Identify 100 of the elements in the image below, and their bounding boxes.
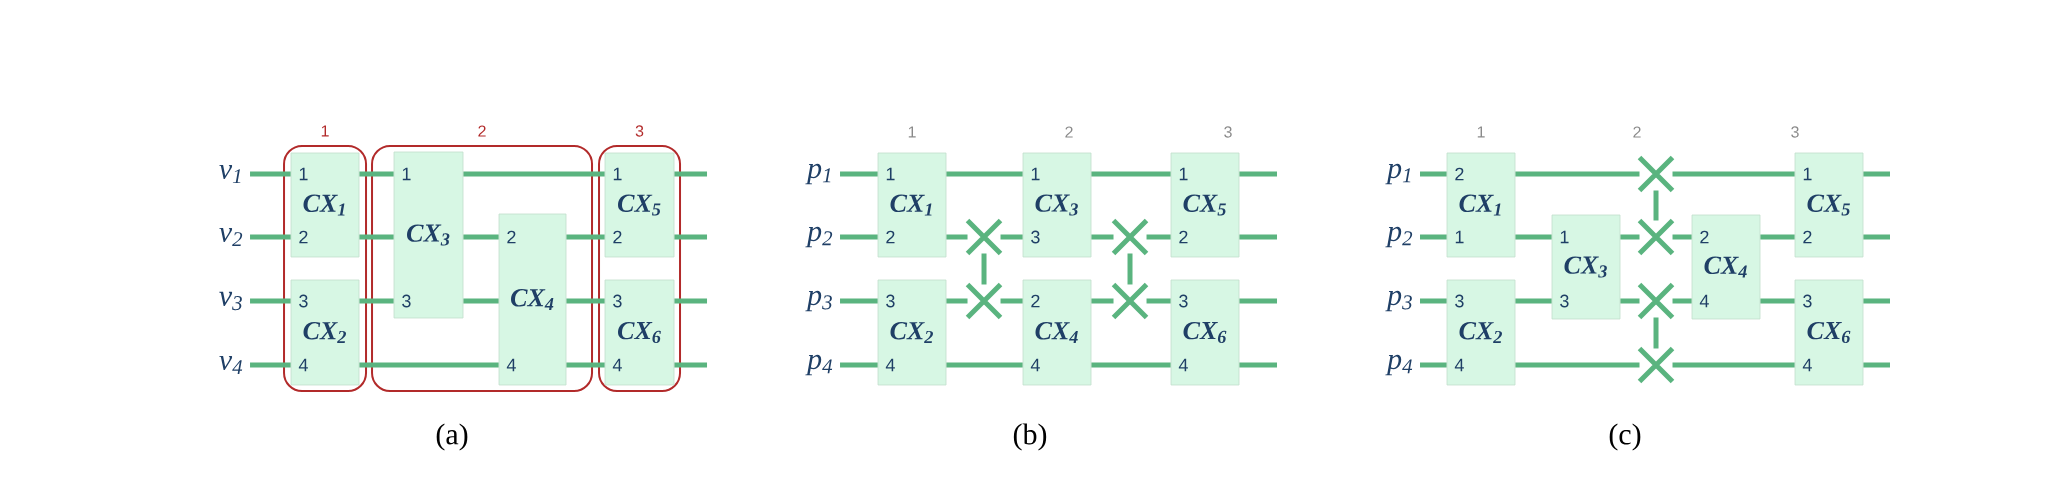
panel-caption: (c): [1609, 423, 1641, 451]
wire-line: [1515, 171, 1640, 177]
gate-box: 3 CX$_{6}$ 4: [1794, 279, 1864, 386]
wire-line: [1863, 298, 1890, 304]
wire-line: [840, 298, 878, 304]
wire-line: [1420, 362, 1447, 368]
column-number: 1: [908, 126, 916, 138]
wire-label: p$_{2}$: [805, 226, 833, 248]
wire-line: [1515, 234, 1552, 240]
wire-label: p$_{2}$: [1385, 226, 1413, 248]
swap-mark: [1637, 346, 1675, 384]
gate-box: 2 CX$_{4}$ 4: [498, 213, 567, 386]
wire-line: [674, 171, 707, 177]
panel-caption: (a): [436, 423, 468, 451]
wire-line: [359, 298, 394, 304]
wire-line: [1760, 298, 1795, 304]
wire-label: v$_{1}$: [219, 164, 241, 184]
wire-line: [946, 362, 1023, 368]
wire-line: [359, 171, 394, 177]
wire-line: [1760, 234, 1795, 240]
swap-mark: [1111, 218, 1149, 256]
gate-box: 1 CX$_{5}$ 2: [604, 152, 675, 258]
column-number: 3: [1224, 126, 1232, 138]
wire-line: [946, 171, 1023, 177]
wire-line: [674, 234, 707, 240]
gate-box: 3 CX$_{6}$ 4: [604, 279, 675, 386]
wire-line: [1091, 298, 1114, 304]
wire-line: [840, 234, 878, 240]
swap-mark: [1111, 282, 1149, 320]
gate-box: 1 CX$_{3}$ 3: [1022, 152, 1092, 258]
wire-label: v$_{3}$: [219, 291, 242, 311]
wire-line: [1146, 298, 1171, 304]
wire-line: [840, 362, 878, 368]
wire-label: p$_{1}$: [805, 163, 831, 185]
wire-line: [463, 171, 605, 177]
wire-line: [566, 234, 605, 240]
wire-line: [840, 171, 878, 177]
wire-line: [1420, 171, 1447, 177]
wire-line: [359, 234, 394, 240]
wire-line: [250, 362, 291, 368]
wire-line: [1091, 362, 1171, 368]
wire-label: p$_{3}$: [1385, 290, 1412, 312]
wire-line: [1239, 298, 1277, 304]
column-number: 3: [1791, 126, 1799, 138]
wire-label: v$_{4}$: [219, 355, 243, 375]
wire-line: [463, 234, 499, 240]
gate-box: 1 CX$_{5}$ 2: [1170, 152, 1240, 258]
wire-line: [1239, 171, 1277, 177]
wire-line: [250, 171, 291, 177]
wire-line: [1863, 171, 1890, 177]
gate-box: 3 CX$_{2}$ 4: [1446, 279, 1516, 386]
wire-line: [1672, 362, 1795, 368]
wire-line: [1146, 234, 1171, 240]
wire-line: [674, 298, 707, 304]
column-number: 2: [1065, 126, 1073, 138]
wire-line: [1672, 171, 1795, 177]
swap-link: [1653, 190, 1659, 221]
wire-line: [946, 298, 968, 304]
wire-line: [566, 362, 605, 368]
wire-line: [1239, 362, 1277, 368]
swap-link: [981, 253, 987, 285]
gate-box: 3 CX$_{6}$ 4: [1170, 279, 1240, 386]
wire-line: [1091, 234, 1114, 240]
wire-label: p$_{4}$: [1385, 354, 1413, 376]
gate-box: 1 CX$_{1}$ 2: [877, 152, 947, 258]
wire-line: [1239, 234, 1277, 240]
wire-line: [1515, 298, 1552, 304]
swap-mark: [965, 282, 1003, 320]
wire-line: [250, 234, 291, 240]
panel-caption: (b): [1013, 423, 1047, 451]
wire-line: [1000, 298, 1023, 304]
wire-line: [1091, 171, 1171, 177]
wire-label: p$_{4}$: [805, 354, 833, 376]
swap-mark: [1637, 218, 1675, 256]
swap-mark: [965, 218, 1003, 256]
wire-line: [250, 298, 291, 304]
wire-label: p$_{3}$: [805, 290, 832, 312]
gate-box: 2 CX$_{4}$ 4: [1691, 214, 1761, 320]
column-number: 2: [1633, 126, 1641, 138]
gate-box: 1 CX$_{3}$ 3: [1551, 214, 1621, 320]
wire-label: p$_{1}$: [1385, 163, 1411, 185]
wire-line: [1000, 234, 1023, 240]
gate-box: 1 CX$_{5}$ 2: [1794, 152, 1864, 258]
wire-line: [1620, 234, 1640, 240]
wire-line: [1672, 298, 1692, 304]
swap-link: [1653, 317, 1659, 349]
column-number: 1: [1477, 126, 1485, 138]
wire-line: [1863, 362, 1890, 368]
wire-line: [566, 298, 605, 304]
gate-box: 2 CX$_{1}$ 1: [1446, 152, 1516, 258]
wire-line: [1863, 234, 1890, 240]
wire-line: [1672, 234, 1692, 240]
wire-line: [463, 298, 499, 304]
gate-box: 3 CX$_{2}$ 4: [877, 279, 947, 386]
wire-line: [1515, 362, 1640, 368]
wire-line: [359, 362, 499, 368]
wire-line: [1420, 234, 1447, 240]
wire-line: [1420, 298, 1447, 304]
wire-label: v$_{2}$: [219, 227, 243, 247]
gate-box: 1 CX$_{3}$ 3: [393, 151, 464, 319]
